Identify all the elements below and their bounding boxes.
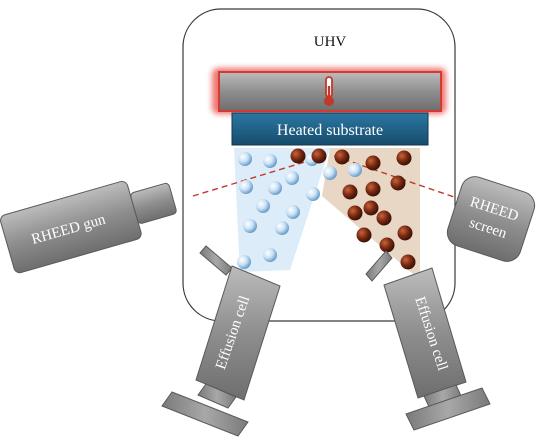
brown-particle (390, 175, 406, 191)
rheed-incident-beam (192, 157, 319, 197)
blue-particle (243, 219, 257, 233)
brown-particle (363, 200, 379, 216)
effusion-cell-left: Effusion cell (161, 245, 281, 437)
brown-particle (365, 181, 381, 197)
rheed-gun: RHEED gun (0, 180, 177, 274)
brown-particle (290, 148, 306, 164)
brown-particle (334, 149, 350, 165)
brown-particles (290, 148, 416, 270)
thermometer-icon (324, 76, 334, 106)
blue-plume (234, 148, 330, 272)
blue-particle (306, 187, 320, 201)
blue-particle (263, 248, 277, 262)
blue-particle (237, 255, 251, 269)
blue-particle (275, 221, 289, 235)
blue-particles (237, 152, 362, 269)
effusion-cell-right: Effusion cell (365, 250, 491, 431)
blue-particle (348, 163, 362, 177)
brown-particle (342, 184, 358, 200)
blue-particle (285, 171, 299, 185)
substrate-label: Heated substrate (277, 122, 383, 139)
brown-particle (400, 254, 416, 270)
brown-particle (379, 237, 395, 253)
blue-particle (263, 154, 277, 168)
brown-particle (376, 210, 392, 226)
blue-particle (239, 180, 253, 194)
heated-substrate (231, 112, 429, 146)
brown-particle (365, 155, 381, 171)
blue-particle (268, 181, 282, 195)
brown-particle (397, 225, 413, 241)
chamber-label: UHV (314, 34, 347, 50)
blue-particle (323, 166, 337, 180)
blue-particle (238, 152, 252, 166)
brown-particle (356, 227, 372, 243)
brown-particle (396, 150, 412, 166)
blue-particle (256, 199, 270, 213)
blue-particle (286, 205, 300, 219)
rheed-screen: RHEED screen (446, 176, 536, 262)
brown-particle (347, 205, 363, 221)
brown-particle (311, 148, 327, 164)
